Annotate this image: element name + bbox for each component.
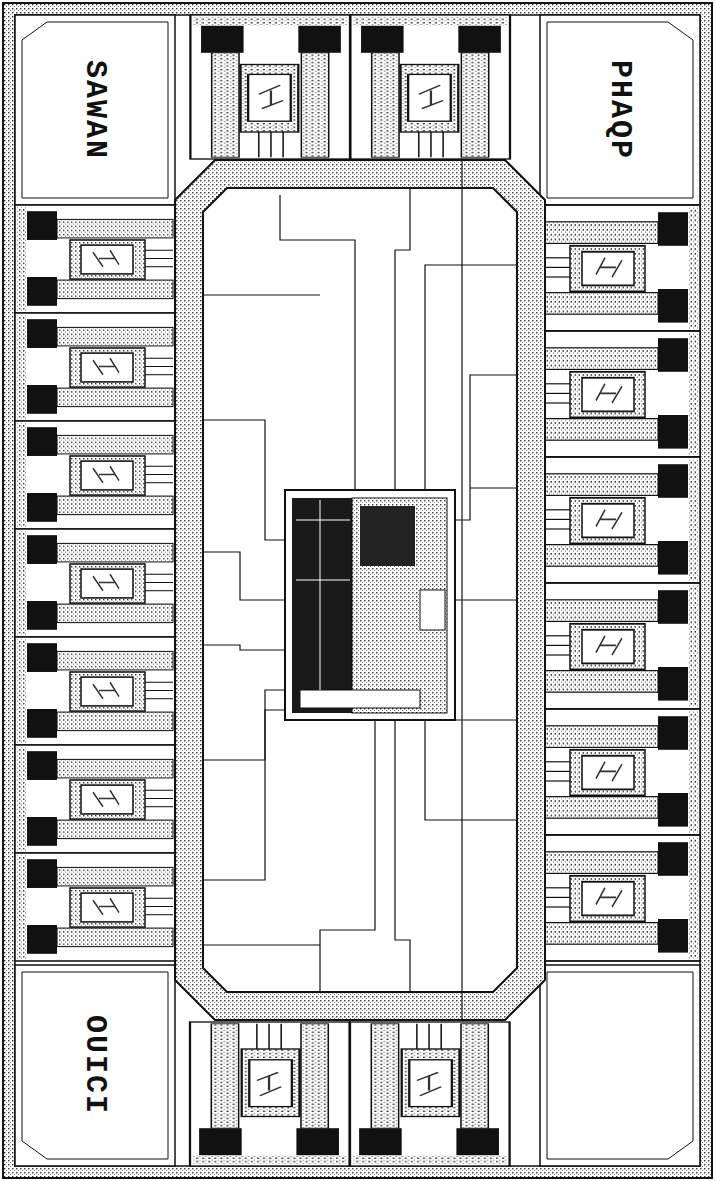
corner-label: OUICI bbox=[76, 1011, 114, 1119]
corner-label: PHAQP bbox=[601, 56, 639, 164]
corner-label: SAWAN bbox=[76, 56, 114, 164]
